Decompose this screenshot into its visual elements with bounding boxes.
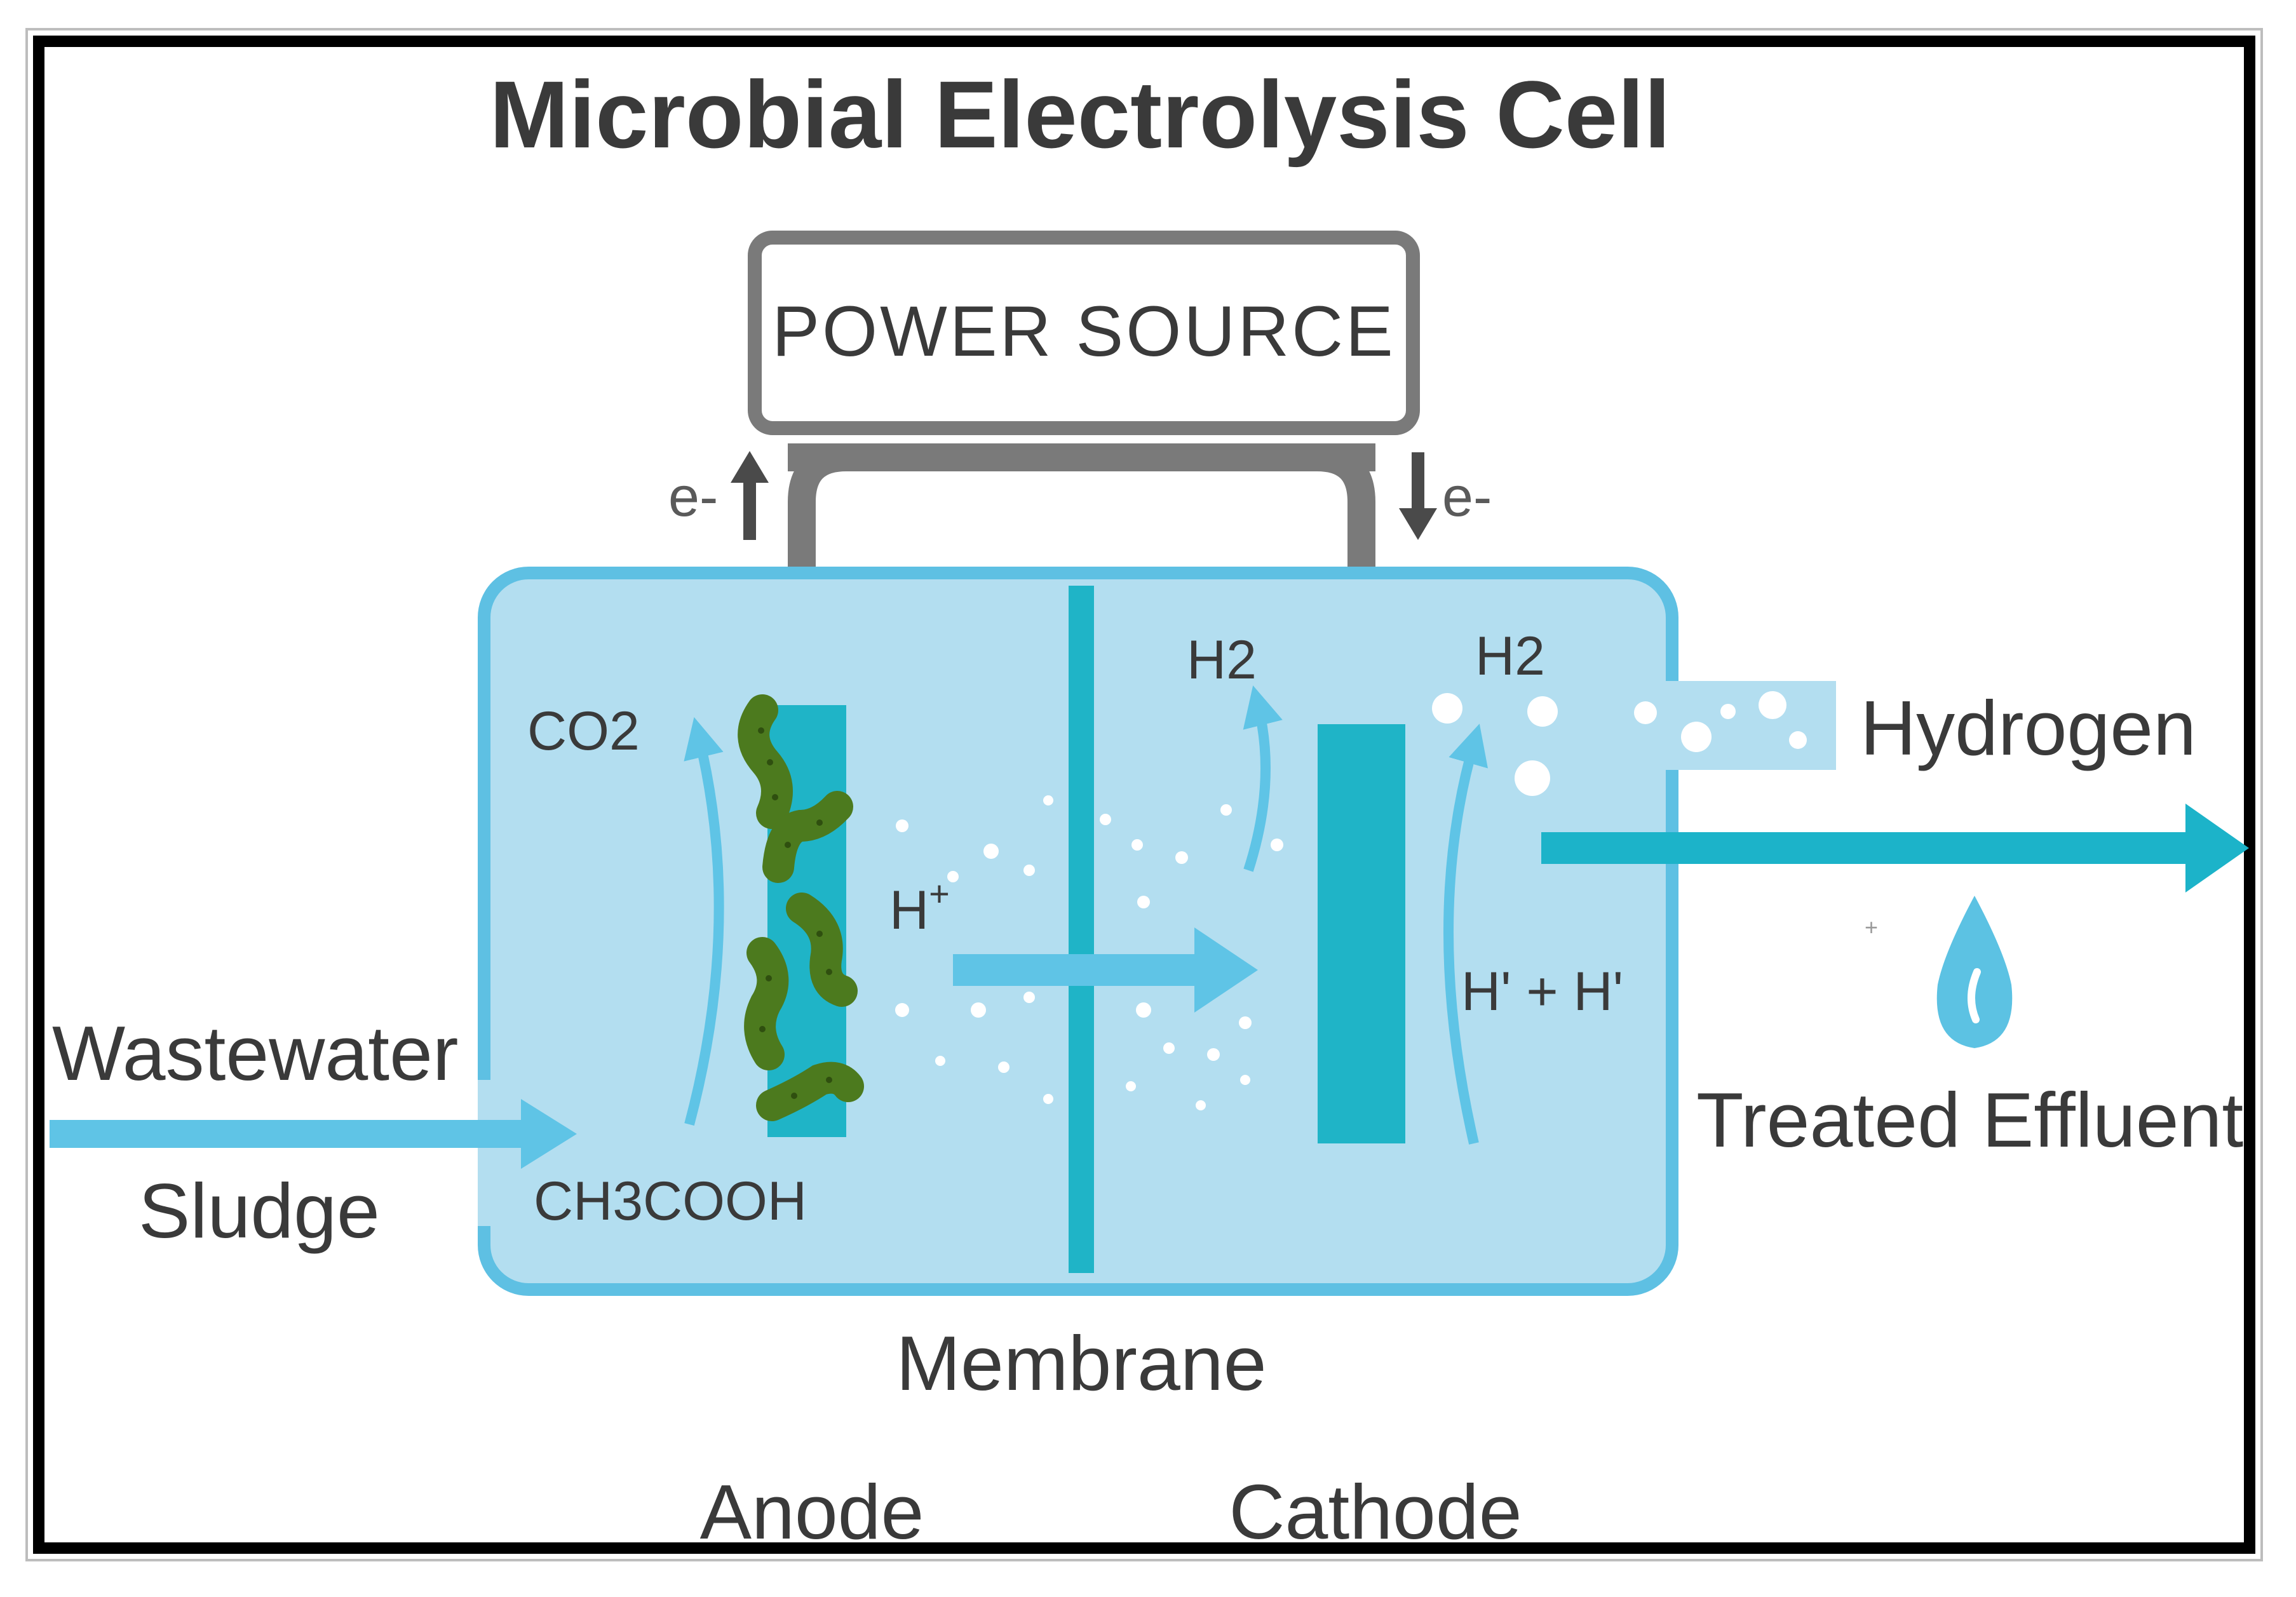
electron-right-label: e- — [1442, 465, 1492, 528]
membrane — [1069, 586, 1094, 1273]
frame-shadow — [25, 28, 2263, 1561]
treated-effluent-label: Treated Effluent — [1696, 1077, 2243, 1163]
membrane-label: Membrane — [896, 1320, 1266, 1406]
ch3cooh-label: CH3COOH — [534, 1171, 807, 1232]
h2-rise-arrow-middle — [1243, 685, 1283, 872]
anode-label: Anode — [700, 1469, 924, 1555]
diagram-title: Microbial Electrolysis Cell — [489, 61, 1670, 168]
co2-rise-arrow — [684, 717, 724, 1126]
bacteria-icon — [738, 694, 864, 1121]
cathode-electrode — [1318, 724, 1405, 1143]
proton-arrow-head — [1194, 927, 1258, 1013]
hydrogen-outlet-gap — [1666, 681, 1678, 770]
effluent-arrow-shaft — [1541, 832, 2202, 864]
sludge-label: Sludge — [138, 1168, 380, 1254]
h2-middle-label: H2 — [1187, 630, 1257, 691]
proton-pair-label: H' + H' — [1461, 961, 1623, 1022]
small-plus-mark: + — [1865, 914, 1878, 940]
power-source-label: POWER SOURCE — [772, 292, 1395, 371]
proton-dots — [895, 795, 1283, 1110]
h2-right-label: H2 — [1475, 626, 1545, 687]
proton-label: H+ — [889, 873, 950, 941]
wastewater-arrow-head — [521, 1099, 577, 1169]
proton-arrow-shaft — [953, 954, 1204, 986]
electron-down-arrow-icon — [1399, 452, 1437, 540]
water-drop-highlight — [1967, 968, 1981, 1023]
co2-label: CO2 — [527, 701, 640, 762]
inlet-gap — [478, 1080, 497, 1226]
h2-rise-arrow-right — [1443, 724, 1488, 1145]
electron-up-arrow-icon — [731, 451, 769, 540]
bubble-icon — [1432, 691, 1807, 796]
electron-left-label: e- — [668, 465, 718, 528]
bacteria-texture — [758, 727, 832, 1099]
wastewater-label: Wastewater — [52, 1010, 459, 1096]
power-source-box — [748, 231, 1420, 435]
hydrogen-label: Hydrogen — [1860, 685, 2196, 771]
effluent-arrow-head — [2185, 804, 2249, 893]
cathode-label: Cathode — [1229, 1469, 1522, 1555]
wastewater-arrow-shaft — [50, 1120, 532, 1148]
